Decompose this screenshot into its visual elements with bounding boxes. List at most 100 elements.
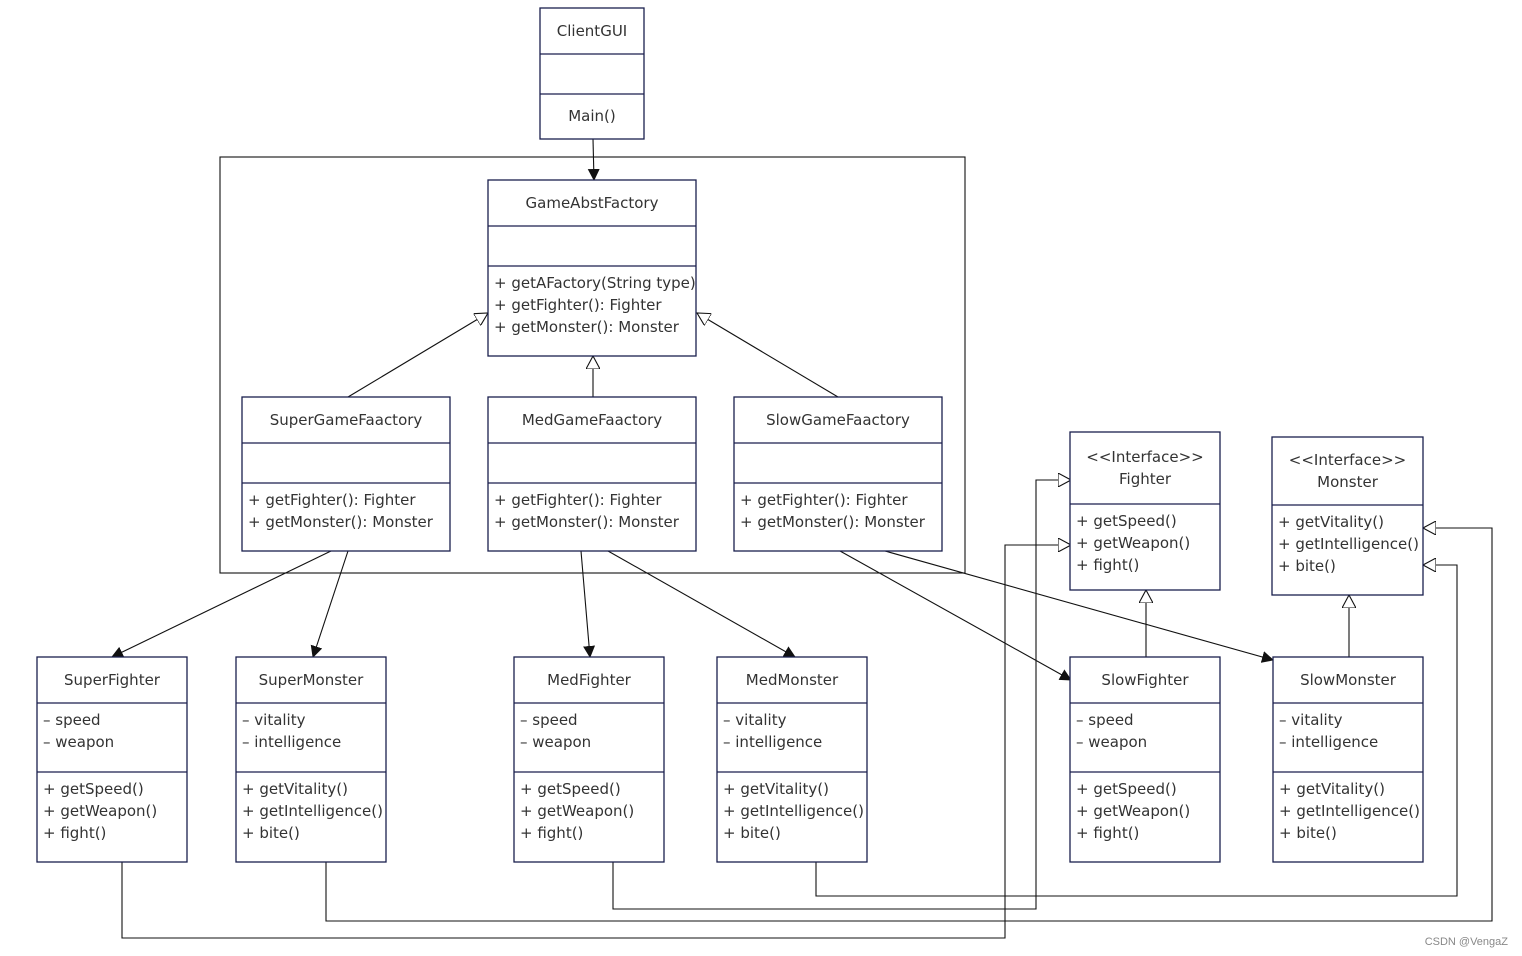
monster-stereotype: <<Interface>> [1289, 451, 1406, 469]
slow-monster-name: SlowMonster [1300, 671, 1397, 689]
super-fighter-method: + fight() [43, 824, 106, 842]
super-game-faactory-method: + getMonster(): Monster [248, 513, 434, 531]
med-game-faactory-method: + getFighter(): Fighter [494, 491, 662, 509]
assoc-slowfactory-to-slowmonster [884, 550, 1274, 663]
gen-medmonster-to-monster [815, 565, 1458, 897]
med-monster-method: + getIntelligence() [723, 802, 864, 820]
class-boxes: ClientGUI Main() GameAbstFactory + getAFact… [36, 7, 1424, 863]
class-client-gui[interactable]: ClientGUI Main() [539, 7, 645, 140]
med-fighter-method: + fight() [520, 824, 583, 842]
assoc-slowfactory-to-slowfighter [839, 550, 1072, 681]
gen-super-to-abstfactory [347, 313, 488, 398]
slow-fighter-attribute: – speed [1076, 711, 1134, 729]
class-med-monster[interactable]: MedMonster– vitality– intelligence+ getV… [716, 656, 868, 863]
assoc-medfactory-to-medmonster [607, 550, 796, 658]
fighter-stereotype: <<Interface>> [1086, 448, 1203, 466]
slow-fighter-name: SlowFighter [1101, 671, 1189, 689]
super-fighter-method: + getWeapon() [43, 802, 157, 820]
class-super-game-faactory[interactable]: SuperGameFaactory + getFighter(): Fighter… [241, 396, 451, 552]
slow-game-faactory-method: + getFighter(): Fighter [740, 491, 908, 509]
class-med-fighter[interactable]: MedFighter – speed – weapon + getSpeed() + g… [513, 656, 665, 863]
super-monster-attribute: – vitality [242, 711, 306, 729]
class-slow-game-faactory[interactable]: SlowGameFaactory + getFighter(): Fighter +… [733, 396, 943, 552]
assoc-superfactory-to-superfighter [111, 550, 332, 658]
fighter-method: + getSpeed() [1076, 512, 1177, 530]
client-gui-box [539, 7, 645, 140]
super-monster-method: + getVitality() [242, 780, 348, 798]
med-monster-method: + bite() [723, 824, 781, 842]
game-abst-factory-method: + getMonster(): Monster [494, 318, 680, 336]
client-gui-name: ClientGUI [557, 22, 627, 40]
monster-box [1271, 436, 1424, 596]
monster-name: Monster [1317, 473, 1379, 491]
assoc-client-to-abstfactory [587, 138, 600, 181]
slow-fighter-attribute: – weapon [1076, 733, 1147, 751]
slow-fighter-method: + fight() [1076, 824, 1139, 842]
med-monster-method: + getVitality() [723, 780, 829, 798]
slow-monster-method: + getVitality() [1279, 780, 1385, 798]
super-game-faactory-method: + getFighter(): Fighter [248, 491, 416, 509]
med-fighter-name: MedFighter [547, 671, 632, 689]
super-fighter-box [36, 656, 188, 863]
gen-medfighter-to-fighter [612, 480, 1071, 910]
class-fighter[interactable]: <<Interface>> Fighter + getSpeed() + getWea… [1069, 431, 1221, 591]
game-abst-factory-method: + getAFactory(String type) [494, 274, 696, 292]
slow-monster-method: + bite() [1279, 824, 1337, 842]
class-game-abst-factory[interactable]: GameAbstFactory + getAFactory(String type… [487, 179, 697, 357]
med-monster-name: MedMonster [746, 671, 839, 689]
slow-game-faactory-name: SlowGameFaactory [766, 411, 910, 429]
slow-fighter-method: + getSpeed() [1076, 780, 1177, 798]
super-fighter-attribute: – speed [43, 711, 101, 729]
fighter-box [1069, 431, 1221, 591]
slow-game-faactory-method: + getMonster(): Monster [740, 513, 926, 531]
med-fighter-attribute: – speed [520, 711, 578, 729]
med-game-faactory-name: MedGameFaactory [522, 411, 662, 429]
med-fighter-box [513, 656, 665, 863]
assoc-medfactory-to-medfighter [580, 550, 596, 658]
connectors [111, 138, 1493, 939]
med-game-faactory-box [487, 396, 697, 552]
slow-fighter-method: + getWeapon() [1076, 802, 1190, 820]
assoc-superfactory-to-supermonster [310, 550, 349, 658]
super-game-faactory-box [241, 396, 451, 552]
super-fighter-attribute: – weapon [43, 733, 114, 751]
med-fighter-method: + getWeapon() [520, 802, 634, 820]
fighter-name: Fighter [1119, 470, 1172, 488]
class-monster[interactable]: <<Interface>>Monster+ getVitality()+ get… [1271, 436, 1424, 596]
monster-method: + getIntelligence() [1278, 535, 1419, 553]
game-abst-factory-name: GameAbstFactory [526, 194, 659, 212]
slow-monster-attribute: – vitality [1279, 711, 1343, 729]
slow-monster-method: + getIntelligence() [1279, 802, 1420, 820]
fighter-method: + getWeapon() [1076, 534, 1190, 552]
client-gui-method: Main() [568, 107, 616, 125]
class-super-fighter[interactable]: SuperFighter – speed – weapon + getSpeed() +… [36, 656, 188, 863]
game-abst-factory-method: + getFighter(): Fighter [494, 296, 662, 314]
med-game-faactory-method: + getMonster(): Monster [494, 513, 680, 531]
gen-slow-to-abstfactory [697, 313, 839, 398]
game-abst-factory-box [487, 179, 697, 357]
super-fighter-name: SuperFighter [64, 671, 161, 689]
super-fighter-method: + getSpeed() [43, 780, 144, 798]
slow-monster-box [1272, 656, 1424, 863]
monster-method: + bite() [1278, 557, 1336, 575]
watermark: CSDN @VengaZ [1424, 936, 1508, 948]
slow-game-faactory-box [733, 396, 943, 552]
class-slow-fighter[interactable]: SlowFighter – speed – weapon + getSpeed() + … [1069, 656, 1221, 863]
class-super-monster[interactable]: SuperMonster– vitality– intelligence+ ge… [235, 656, 387, 863]
class-slow-monster[interactable]: SlowMonster – vitality – intelligence + get… [1272, 656, 1424, 863]
slow-monster-attribute: – intelligence [1279, 733, 1378, 751]
class-med-game-faactory[interactable]: MedGameFaactory + getFighter(): Fighter + … [487, 396, 697, 552]
slow-fighter-box [1069, 656, 1221, 863]
super-monster-attribute: – intelligence [242, 733, 341, 751]
super-monster-method: + getIntelligence() [242, 802, 383, 820]
gen-supermonster-to-monster [325, 528, 1493, 922]
fighter-method: + fight() [1076, 556, 1139, 574]
gen-superfighter-to-fighter [121, 545, 1071, 939]
med-fighter-method: + getSpeed() [520, 780, 621, 798]
super-monster-method: + bite() [242, 824, 300, 842]
med-monster-attribute: – vitality [723, 711, 787, 729]
med-fighter-attribute: – weapon [520, 733, 591, 751]
super-game-faactory-name: SuperGameFaactory [270, 411, 423, 429]
super-monster-box [235, 656, 387, 863]
